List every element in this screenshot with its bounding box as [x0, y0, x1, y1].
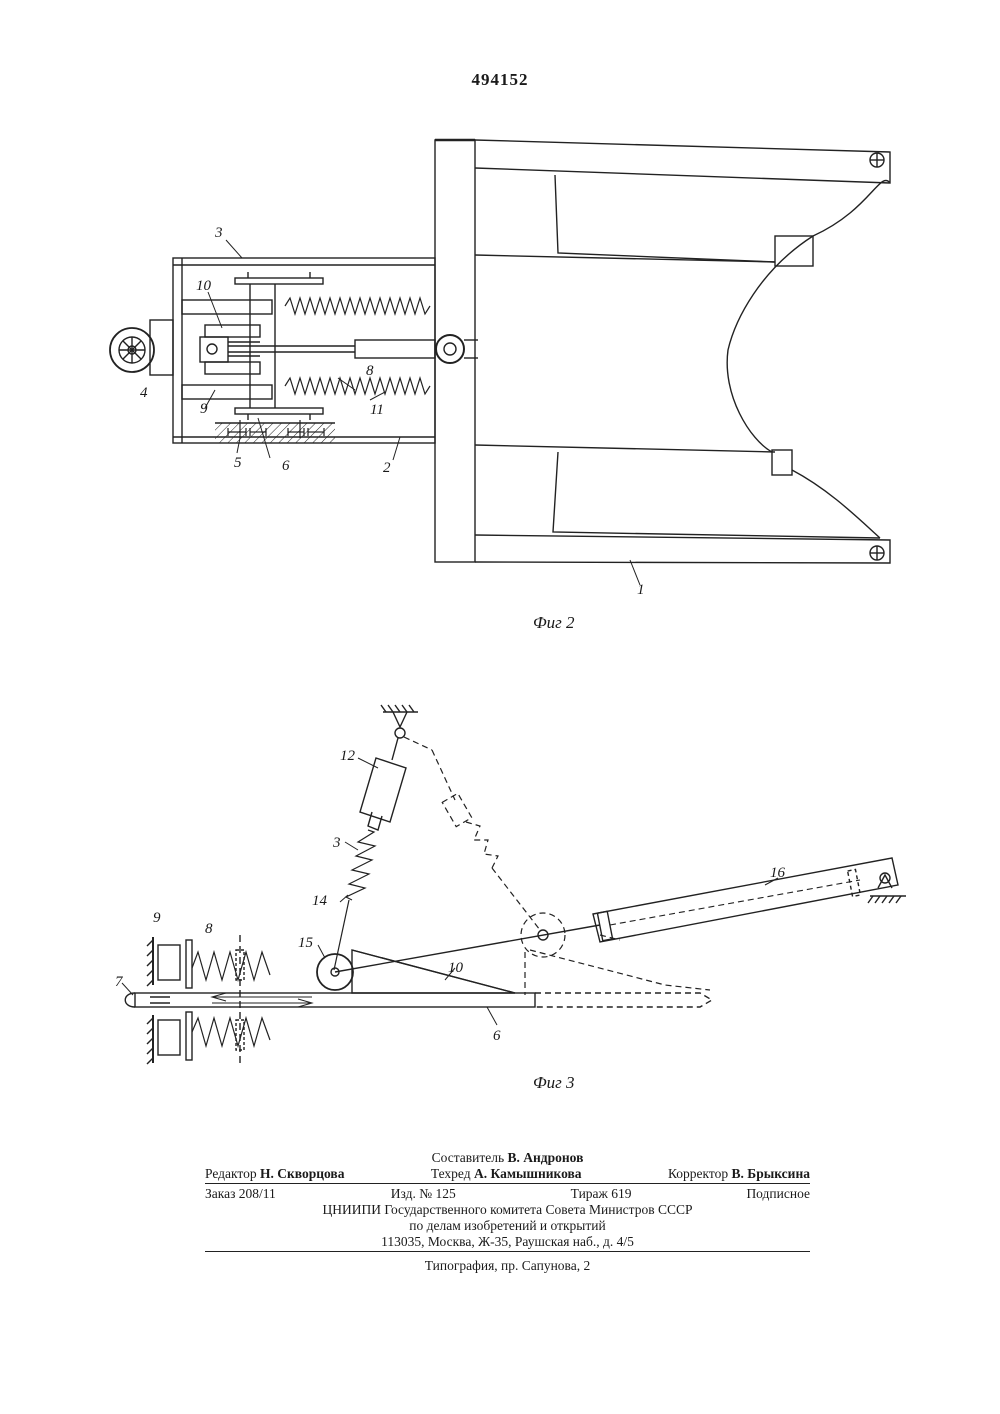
fig3-label-10: 10	[448, 960, 464, 976]
fig3-label-3: 3	[332, 835, 341, 851]
fig2-label-1: 1	[637, 582, 645, 598]
stops-and-springs	[147, 935, 270, 1065]
lever-16	[593, 858, 906, 942]
levers	[182, 300, 272, 399]
fig2-label-5: 5	[234, 455, 242, 471]
techred-role: Техред	[431, 1166, 471, 1181]
fig3-label-6: 6	[493, 1028, 501, 1044]
fig2-label-3: 3	[214, 225, 223, 241]
fig2-label-9: 9	[200, 401, 208, 417]
patent-number: 494152	[0, 70, 1000, 90]
leader-lines	[205, 240, 640, 585]
compiler-role: Составитель	[432, 1150, 505, 1165]
editor-role: Редактор	[205, 1166, 257, 1181]
fig2-label-6: 6	[282, 458, 290, 474]
fig3-leader-lines	[122, 758, 778, 1025]
fig2-label-10: 10	[196, 278, 212, 294]
editor-name: Н. Скворцова	[260, 1166, 344, 1181]
cylinder	[360, 738, 406, 830]
subscription: Подписное	[746, 1186, 810, 1202]
slide-bar	[125, 993, 712, 1007]
fig3-label-9: 9	[153, 910, 161, 926]
fig2-label-4: 4	[140, 385, 148, 401]
compiler-line: Составитель В. Андронов	[205, 1150, 810, 1166]
editor-credit: Редактор Н. Скворцова	[205, 1166, 344, 1182]
spring-link	[334, 830, 375, 970]
figure-3-drawing: 3 6 7 8 9 10 12 14 15 16 Фиг 3	[0, 690, 1000, 1100]
corrector-name: В. Брыксина	[732, 1166, 810, 1181]
figure-3-labels: 3 6 7 8 9 10 12 14 15 16	[115, 748, 786, 1044]
imprint-rule-bottom	[205, 1251, 810, 1252]
org-line-1: ЦНИИПИ Государственного комитета Совета …	[205, 1202, 810, 1218]
drive-wheel	[110, 320, 173, 375]
main-frame	[435, 140, 890, 563]
figure-2-drawing: 1 2 3 4 5 6 8 9 10 11 Фиг 2	[0, 130, 1000, 640]
techred-credit: Техред А. Камышникова	[431, 1166, 582, 1182]
figure-2-labels: 1 2 3 4 5 6 8 9 10 11	[140, 225, 645, 598]
figure-2-caption: Фиг 2	[533, 613, 575, 632]
central-rod	[228, 335, 478, 363]
fig3-label-16: 16	[770, 865, 786, 881]
fig3-label-12: 12	[340, 748, 356, 764]
compiler-name: В. Андронов	[508, 1150, 584, 1165]
fig2-label-2: 2	[383, 460, 391, 476]
fig3-label-14: 14	[312, 893, 328, 909]
corrector-credit: Корректор В. Брыксина	[668, 1166, 810, 1182]
fig2-label-11: 11	[370, 402, 384, 418]
top-hinge	[381, 705, 418, 738]
credits-line: Редактор Н. Скворцова Техред А. Камышник…	[205, 1166, 810, 1182]
address-line: 113035, Москва, Ж-35, Раушская наб., д. …	[205, 1234, 810, 1250]
alternate-position	[404, 737, 710, 995]
fig2-label-8: 8	[366, 363, 374, 379]
wedge-10	[352, 950, 515, 993]
figure-3-caption: Фиг 3	[533, 1073, 575, 1092]
fig3-label-15: 15	[298, 935, 314, 951]
imprint-rule-top	[205, 1183, 810, 1184]
imprint-block: Составитель В. Андронов Редактор Н. Скво…	[205, 1150, 810, 1274]
carriage-housing	[173, 258, 435, 443]
printing-line: Типография, пр. Сапунова, 2	[205, 1258, 810, 1274]
fig3-label-7: 7	[115, 974, 124, 990]
techred-name: А. Камышникова	[474, 1166, 582, 1181]
fig3-label-8: 8	[205, 921, 213, 937]
org-line-2: по делам изобретений и открытий	[205, 1218, 810, 1234]
order-number: Заказ 208/11	[205, 1186, 276, 1202]
corrector-role: Корректор	[668, 1166, 728, 1181]
order-line: Заказ 208/11 Изд. № 125 Тираж 619 Подпис…	[205, 1186, 810, 1202]
circulation: Тираж 619	[571, 1186, 632, 1202]
edition-number: Изд. № 125	[391, 1186, 456, 1202]
